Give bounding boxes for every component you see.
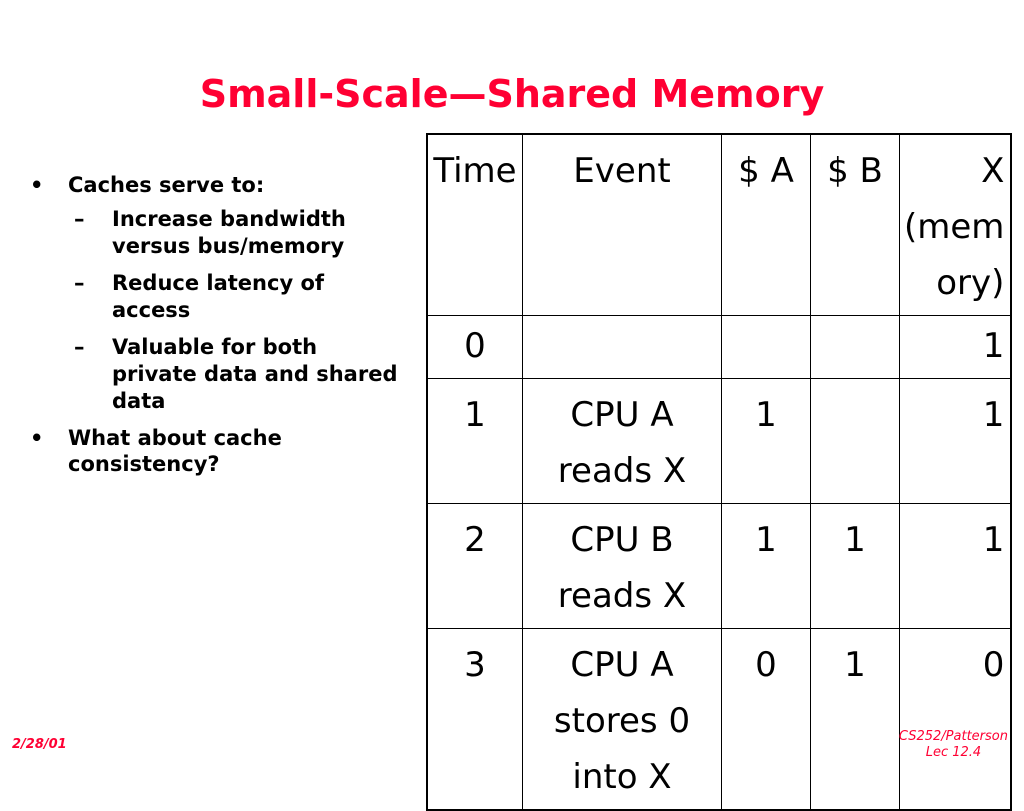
- cell-cache-a: [721, 315, 811, 379]
- cell-cache-b: [810, 315, 900, 379]
- cell-cache-b: 1: [810, 503, 900, 629]
- footer-date: 2/28/01: [12, 737, 67, 752]
- bullet-item: • What about cache consistency?: [30, 425, 400, 477]
- bullet-text: What about cache consistency?: [68, 426, 282, 476]
- sub-bullet-item: – Valuable for both private data and sha…: [74, 334, 400, 415]
- header-cache-b: $ B: [810, 133, 900, 316]
- header-event: Event: [522, 133, 722, 316]
- bullet-item: • Caches serve to:: [30, 172, 400, 198]
- bullet-list: • Caches serve to: – Increase bandwidth …: [30, 172, 400, 485]
- sub-bullet-item: – Reduce latency of access: [74, 270, 400, 324]
- footer-course-name: CS252/Patterson: [898, 729, 1008, 744]
- dash-icon: –: [74, 271, 85, 295]
- cell-x: 0: [899, 628, 1012, 811]
- cell-cache-a: 1: [721, 503, 811, 629]
- bullet-text: Caches serve to:: [68, 173, 265, 197]
- table-row: 2 CPU B reads X 1 1 1: [426, 503, 1012, 629]
- footer-lecture-number: Lec 12.4: [925, 745, 982, 760]
- cell-event: CPU B reads X: [522, 503, 722, 629]
- footer-course: CS252/Patterson Lec 12.4: [899, 729, 1008, 761]
- cell-cache-a: 1: [721, 378, 811, 504]
- cache-event-table: Time Event $ A $ B X (mem ory) 0 1 1 CPU…: [426, 133, 1013, 811]
- bullet-dot-icon: •: [30, 426, 44, 450]
- header-x-memory: X (mem ory): [899, 133, 1012, 316]
- cell-cache-b: [810, 378, 900, 504]
- sub-bullet-item: – Increase bandwidth versus bus/memory: [74, 206, 400, 260]
- cell-x: 1: [899, 315, 1012, 379]
- cell-event: CPU A stores 0 into X: [522, 628, 722, 811]
- table-header-row: Time Event $ A $ B X (mem ory): [426, 133, 1012, 316]
- dash-icon: –: [74, 207, 85, 231]
- header-time: Time: [426, 133, 523, 316]
- cell-x: 1: [899, 503, 1012, 629]
- bullet-dot-icon: •: [30, 173, 44, 197]
- table-row: 0 1: [426, 315, 1012, 379]
- table-row: 3 CPU A stores 0 into X 0 1 0: [426, 628, 1012, 811]
- cell-time: 3: [426, 628, 523, 811]
- cell-cache-a: 0: [721, 628, 811, 811]
- slide-title: Small-Scale—Shared Memory: [199, 72, 825, 116]
- table-row: 1 CPU A reads X 1 1: [426, 378, 1012, 504]
- dash-icon: –: [74, 335, 85, 359]
- cell-event: [522, 315, 722, 379]
- cell-time: 1: [426, 378, 523, 504]
- cell-event: CPU A reads X: [522, 378, 722, 504]
- cell-time: 0: [426, 315, 523, 379]
- header-cache-a: $ A: [721, 133, 811, 316]
- cell-cache-b: 1: [810, 628, 900, 811]
- cell-time: 2: [426, 503, 523, 629]
- sub-bullet-text: Reduce latency of access: [112, 271, 325, 322]
- sub-bullet-text: Increase bandwidth versus bus/memory: [112, 207, 346, 258]
- cell-x: 1: [899, 378, 1012, 504]
- sub-bullet-text: Valuable for both private data and share…: [112, 335, 398, 413]
